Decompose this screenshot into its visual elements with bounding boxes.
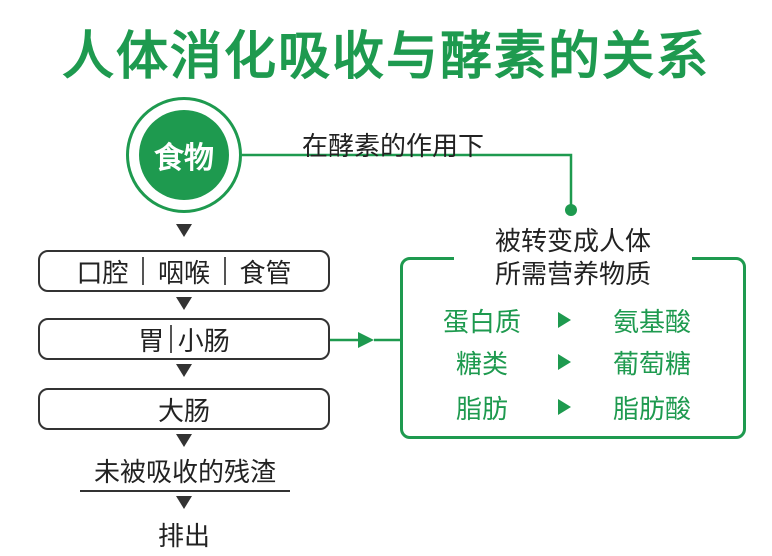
nutrient-to-amino-acid: 氨基酸 bbox=[612, 308, 691, 338]
result-title-line2: 所需营养物质 bbox=[494, 260, 651, 290]
result-title-line1: 被转变成人体 bbox=[494, 227, 651, 257]
step-label-stomach: 胃 bbox=[138, 326, 165, 357]
nutrient-from-carbohydrate: 糖类 bbox=[455, 350, 508, 380]
step-mouth-throat-esophagus: 口腔 咽喉 食管 bbox=[38, 250, 330, 292]
step-label-small-intestine: 小肠 bbox=[177, 326, 230, 357]
result-title: 被转变成人体 所需营养物质 bbox=[454, 226, 692, 292]
nutrient-from-protein: 蛋白质 bbox=[442, 308, 521, 338]
arrow-down-icon bbox=[176, 297, 192, 310]
enzyme-connector bbox=[242, 153, 573, 210]
page-title: 人体消化吸收与酵素的关系 bbox=[61, 27, 710, 87]
residue-underline bbox=[80, 490, 290, 492]
stomach-to-result-arrow bbox=[358, 332, 374, 348]
residue-label: 未被吸收的残渣 bbox=[93, 458, 276, 488]
enzyme-label: 在酵素的作用下 bbox=[302, 132, 485, 162]
triangle-right-icon bbox=[558, 399, 571, 415]
step-large-intestine: 大肠 bbox=[38, 388, 330, 430]
arrow-down-icon bbox=[176, 496, 192, 509]
arrow-down-icon bbox=[176, 434, 192, 447]
step-label-throat: 咽喉 bbox=[157, 258, 210, 289]
excrete-label: 排出 bbox=[157, 522, 210, 552]
arrow-down-icon bbox=[176, 364, 192, 377]
step-stomach-small-intestine: 胃 小肠 bbox=[38, 318, 330, 360]
step-label-mouth: 口腔 bbox=[76, 258, 129, 289]
nutrient-to-fatty-acid: 脂肪酸 bbox=[612, 395, 691, 425]
arrow-down-icon bbox=[176, 224, 192, 237]
triangle-right-icon bbox=[558, 354, 571, 370]
nutrient-from-fat: 脂肪 bbox=[455, 395, 508, 425]
divider bbox=[142, 257, 144, 285]
food-circle: 食物 bbox=[139, 110, 229, 200]
divider bbox=[170, 325, 172, 353]
step-label-esophagus: 食管 bbox=[239, 258, 292, 289]
nutrient-to-glucose: 葡萄糖 bbox=[612, 350, 691, 380]
divider bbox=[224, 257, 226, 285]
enzyme-connector-dot bbox=[565, 204, 577, 216]
step-label-large-intestine: 大肠 bbox=[157, 396, 210, 427]
triangle-right-icon bbox=[558, 312, 571, 328]
